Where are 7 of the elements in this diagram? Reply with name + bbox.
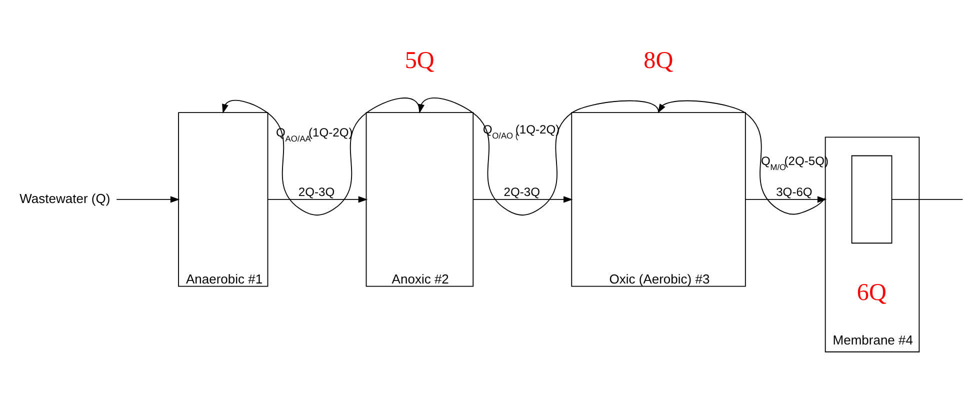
edge-label: 2Q-3Q bbox=[298, 185, 335, 200]
edge-label: 3Q-6Q bbox=[776, 185, 812, 200]
label: 8Q bbox=[644, 46, 674, 74]
label: 6Q bbox=[856, 279, 886, 306]
node-text: Wastewater (Q) bbox=[20, 190, 110, 206]
edge-label: 2Q-3Q bbox=[504, 185, 540, 200]
label: 5Q bbox=[404, 46, 434, 74]
